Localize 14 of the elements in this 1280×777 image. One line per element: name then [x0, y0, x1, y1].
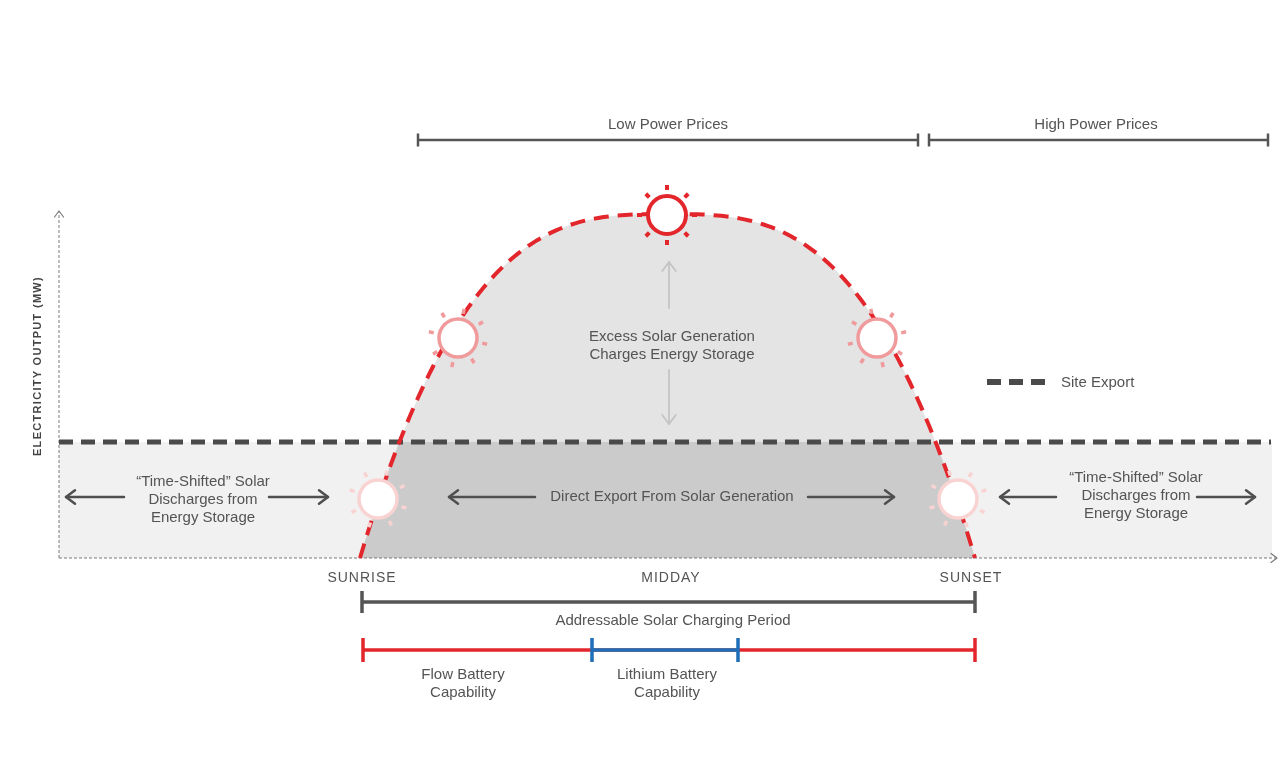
area-label: “Time-Shifted” Solar Discharges from Energy Storage: [135, 472, 271, 526]
area-label: Direct Export From Solar Generation: [550, 487, 794, 505]
time-label: SUNSET: [939, 568, 1003, 586]
area-label: “Time-Shifted” Solar Discharges from Energy Storage: [1068, 468, 1204, 522]
bracket-label: High Power Prices: [1034, 115, 1158, 133]
area-label: Excess Solar Generation Charges Energy Storage: [588, 327, 756, 363]
bracket-label: Addressable Solar Charging Period: [555, 611, 791, 629]
bracket-label: Low Power Prices: [608, 115, 728, 133]
legend-label: Site Export: [1061, 373, 1135, 391]
bracket-label: Lithium Battery Capability: [615, 665, 718, 701]
time-label: SUNRISE: [327, 568, 397, 586]
axis-title: ELECTRICITY OUTPUT (MW): [30, 276, 44, 456]
bracket-label: Flow Battery Capability: [420, 665, 506, 701]
time-label: MIDDAY: [641, 568, 701, 586]
